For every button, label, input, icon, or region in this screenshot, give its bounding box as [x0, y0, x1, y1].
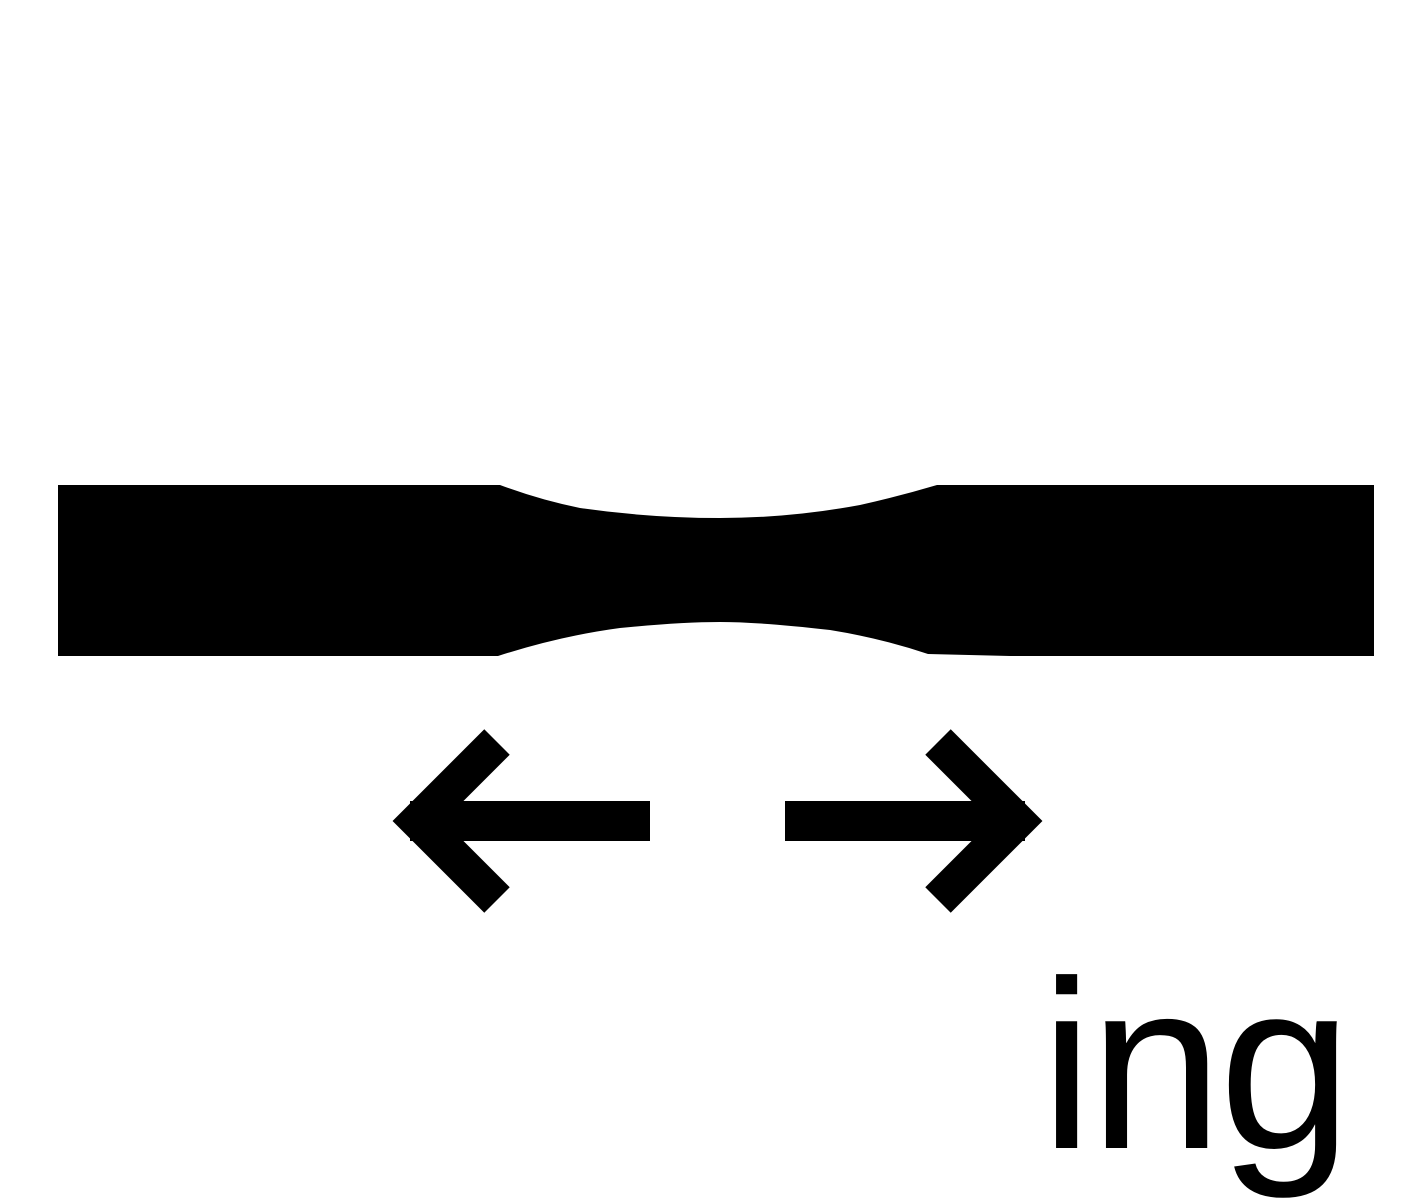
necked-bar-icon [58, 485, 1374, 656]
arrow-left-icon [392, 729, 650, 913]
suffix-label: ing [1040, 931, 1352, 1199]
arrow-right-icon [785, 729, 1043, 913]
